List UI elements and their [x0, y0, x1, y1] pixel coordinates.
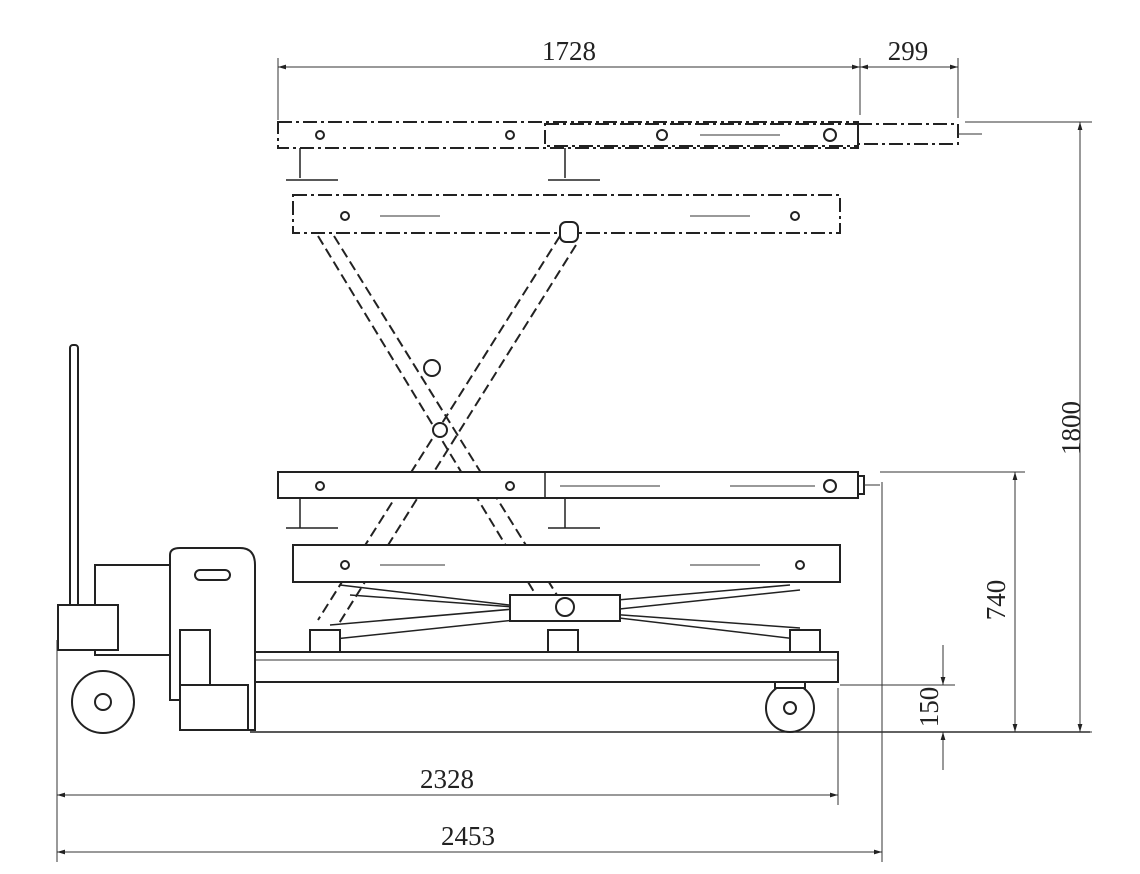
- hydraulic-pump-and-handle: [57, 344, 256, 734]
- dimension-lines: [56, 58, 1092, 862]
- dim-extension-length: 299: [888, 36, 929, 66]
- chassis: [244, 651, 839, 733]
- dim-max-height: 1800: [1056, 401, 1086, 455]
- dim-min-height: 740: [981, 580, 1011, 621]
- dim-overall-length: 2453: [441, 821, 495, 851]
- dim-base-length: 2328: [420, 764, 474, 794]
- lowered-platform: [277, 471, 880, 583]
- dim-base-height: 150: [914, 687, 944, 728]
- raised-platform: [277, 121, 982, 243]
- dim-top-platform-length: 1728: [542, 36, 596, 66]
- lowered-scissor-arms: [309, 584, 821, 653]
